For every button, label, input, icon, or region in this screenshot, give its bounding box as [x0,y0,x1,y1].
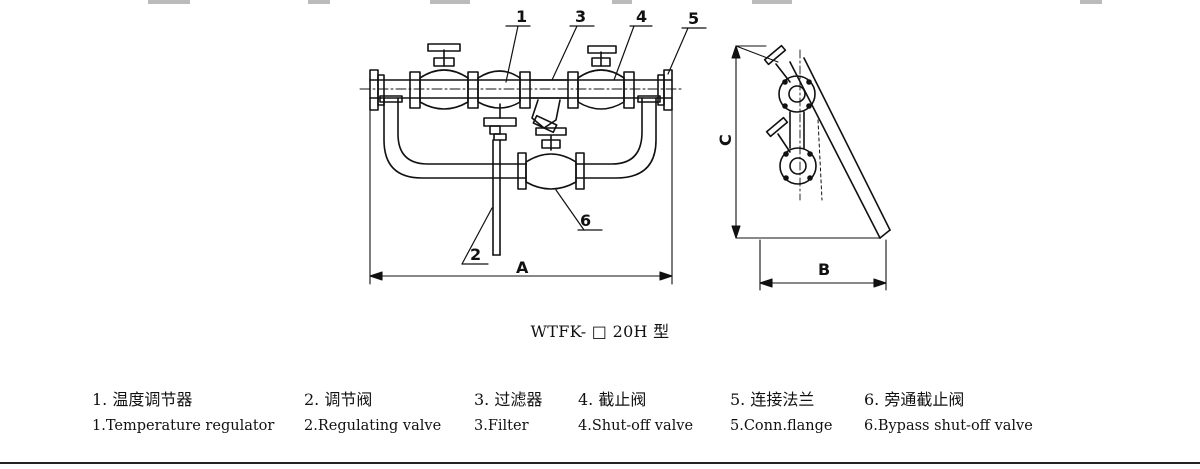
part-number-3: 3 [575,7,586,26]
side-view [763,44,891,239]
bypass-pipe [379,95,661,179]
legend-cn-4: 4. 截止阀 [578,390,647,409]
part-number-4: 4 [636,7,647,26]
part-number-1: 1 [516,7,527,26]
top-cropped-text-fragments [0,0,1200,6]
connection-flange-left [369,69,385,111]
dimension-label-b: B [818,260,830,279]
left-shutoff-valve [419,43,469,110]
connection-flange-right [657,69,673,111]
legend-cn-2: 2. 调节阀 [304,390,373,409]
part-number-5: 5 [688,9,699,28]
dimension-label-a: A [516,258,529,277]
legend-cn-6: 6. 旁通截止阀 [864,390,965,409]
filter-strainer [529,79,569,134]
legend-en-2: 2.Regulating valve [304,418,442,434]
legend-en-5: 5.Conn.flange [730,418,833,434]
right-shutoff-valve [577,45,625,110]
regulating-valve-stem [492,133,507,256]
part-number-6: 6 [580,211,591,230]
dimension-a [369,109,673,285]
bypass-shutoff-valve [517,127,585,190]
dimension-c [731,45,881,239]
legend-cn-5: 5. 连接法兰 [730,390,815,409]
dimension-label-c: C [716,134,735,146]
part-number-2: 2 [470,245,481,264]
model-caption: WTFK- □ 20H 型 [530,322,670,341]
legend-en-6: 6.Bypass shut-off valve [864,418,1033,434]
leader-lines [461,25,707,265]
legend-en-1: 1.Temperature regulator [92,418,275,434]
legend-cn-3: 3. 过滤器 [474,390,543,409]
legend-en-4: 4.Shut-off valve [578,418,694,434]
legend-cn-1: 1. 温度调节器 [92,390,193,409]
bottom-divider [0,462,1200,464]
main-line-flanges [409,71,635,109]
dimension-b [759,239,887,291]
legend-en-3: 3.Filter [474,418,529,434]
